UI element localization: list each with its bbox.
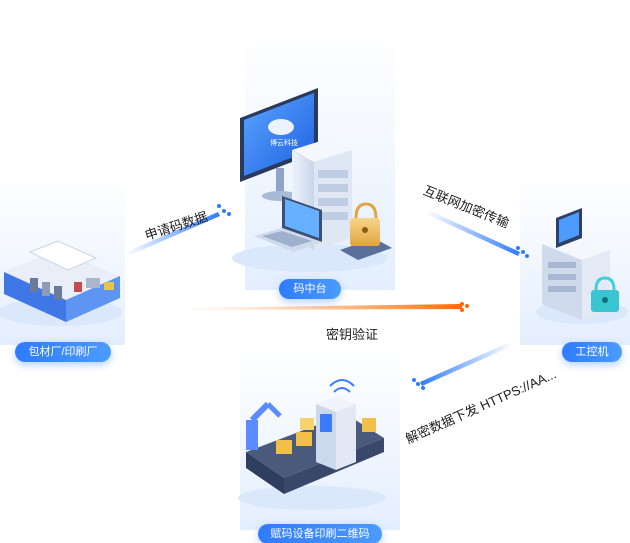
wifi-icon (333, 387, 351, 393)
screen-logo-text: 博云科技 (270, 138, 298, 147)
connector-encrypted-transfer (426, 210, 529, 258)
platform-illustration: 博云科技 (232, 88, 392, 272)
package-box-icon (276, 418, 376, 454)
connector-apply-data (126, 204, 231, 256)
industrial-pc-illustration (536, 208, 628, 324)
key-verification-label: 密钥验证 (326, 327, 379, 342)
factory-label: 包材厂/印刷厂 (15, 342, 111, 362)
laptop-icon (254, 196, 322, 252)
cloud-logo-icon (268, 119, 294, 135)
industrial-pc-label: 工控机 (562, 342, 622, 362)
platform-label: 码中台 (279, 279, 341, 299)
printer-tower-icon (316, 396, 356, 470)
connector-decrypt-download (412, 342, 512, 390)
lock-icon (340, 202, 392, 260)
connector-key-verification (176, 302, 469, 312)
coding-equipment-label: 赋码设备印刷二维码 (258, 524, 382, 543)
factory-illustration (0, 240, 122, 326)
robot-arm-icon (246, 401, 282, 450)
printing-machine-icon (30, 278, 38, 292)
coding-equipment-illustration (238, 379, 386, 510)
